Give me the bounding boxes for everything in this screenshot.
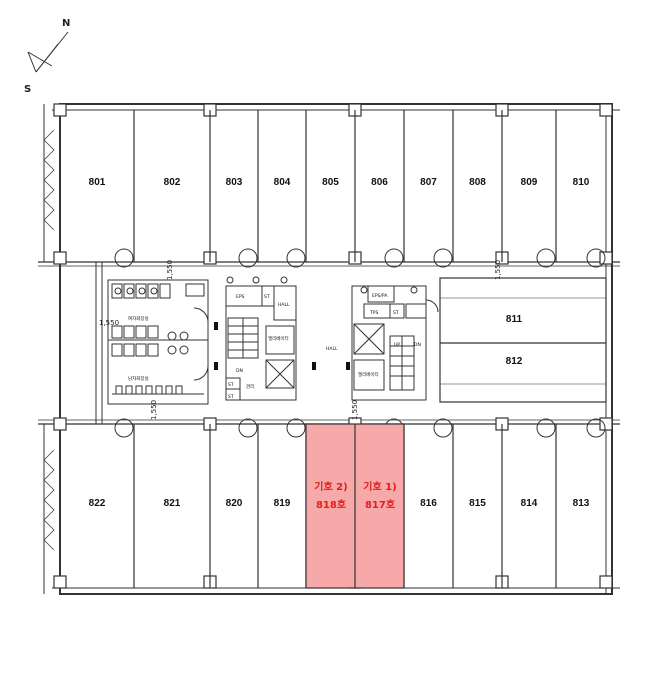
- left-core: [225, 276, 297, 401]
- right-eps-label: EPS/PA: [372, 293, 388, 299]
- left-st-label-2: ST: [228, 382, 234, 388]
- room-label-822: 822: [89, 498, 106, 509]
- room-label-821: 821: [164, 498, 181, 509]
- core-marker-2: [214, 362, 218, 370]
- left-elevator-label: 엘리베이터: [268, 335, 289, 342]
- bottom-room-dividers: [133, 424, 557, 588]
- room-label-808: 808: [469, 177, 486, 188]
- highlight-818-line2: 818호: [316, 498, 346, 511]
- dim-label-4: 1,550: [351, 400, 359, 420]
- room-label-820: 820: [226, 498, 243, 509]
- hall-marker-left: [312, 362, 316, 370]
- dim-label-1: 1,550: [166, 260, 174, 280]
- room-label-803: 803: [226, 177, 243, 188]
- right-elevator-label: 엘리베이터: [358, 371, 379, 378]
- compass-south-label: S: [24, 84, 31, 95]
- room-labels: 801 802 803 804 805 806 807 808 809 810 822 821 820 8…: [89, 177, 590, 509]
- rooms-811-812-block: [439, 277, 607, 403]
- dim-label-2: 1,550: [99, 319, 119, 327]
- highlight-817-line1: 기호 1): [363, 480, 396, 493]
- room-label-805: 805: [322, 177, 339, 188]
- room-label-819: 819: [274, 498, 291, 509]
- room-label-806: 806: [371, 177, 388, 188]
- core-marker-1: [214, 322, 218, 330]
- dim-label-5: 1,550: [494, 260, 502, 280]
- room-label-807: 807: [420, 177, 437, 188]
- room-label-816: 816: [420, 498, 437, 509]
- left-dn-label: DN: [236, 368, 243, 374]
- room-label-814: 814: [521, 498, 538, 509]
- left-misc-label: 관리: [246, 383, 254, 390]
- top-room-dividers: [133, 110, 557, 262]
- compass-north-label: N: [62, 18, 70, 29]
- right-dn-label: DN: [414, 342, 421, 348]
- highlight-818-line1: 기호 2): [314, 480, 347, 493]
- room-label-801: 801: [89, 177, 106, 188]
- room-label-809: 809: [521, 177, 538, 188]
- highlight-817-line2: 817호: [365, 498, 395, 511]
- room-label-813: 813: [573, 498, 590, 509]
- left-eps-label: EPS: [236, 294, 245, 300]
- right-core: [351, 285, 439, 401]
- dim-label-3: 1,550: [150, 400, 158, 420]
- room-label-804: 804: [274, 177, 291, 188]
- room-label-811: 811: [506, 314, 523, 325]
- left-hall-small-label: HALL: [278, 302, 290, 308]
- hall-marker-right: [346, 362, 350, 370]
- female-restroom-label: 여자화장실: [128, 315, 149, 322]
- left-facade-windows: [43, 129, 55, 551]
- room-label-815: 815: [469, 498, 486, 509]
- dimensions: 1,550 1,550 1,550 1,550 1,550: [99, 260, 502, 420]
- right-up-label: UP: [394, 342, 400, 348]
- compass-rose: N S: [24, 18, 70, 95]
- room-label-810: 810: [573, 177, 590, 188]
- hall-label: HALL: [326, 346, 338, 352]
- restroom-block: [107, 279, 209, 405]
- left-st-label: ST: [264, 294, 270, 300]
- outer-walls: [43, 103, 620, 595]
- left-st-label-3: ST: [228, 394, 234, 400]
- room-label-802: 802: [164, 177, 181, 188]
- right-st-label: ST: [393, 310, 399, 316]
- room-label-812: 812: [506, 356, 523, 367]
- male-restroom-label: 남자화장실: [128, 375, 149, 382]
- right-tps-label: TPS: [369, 310, 378, 316]
